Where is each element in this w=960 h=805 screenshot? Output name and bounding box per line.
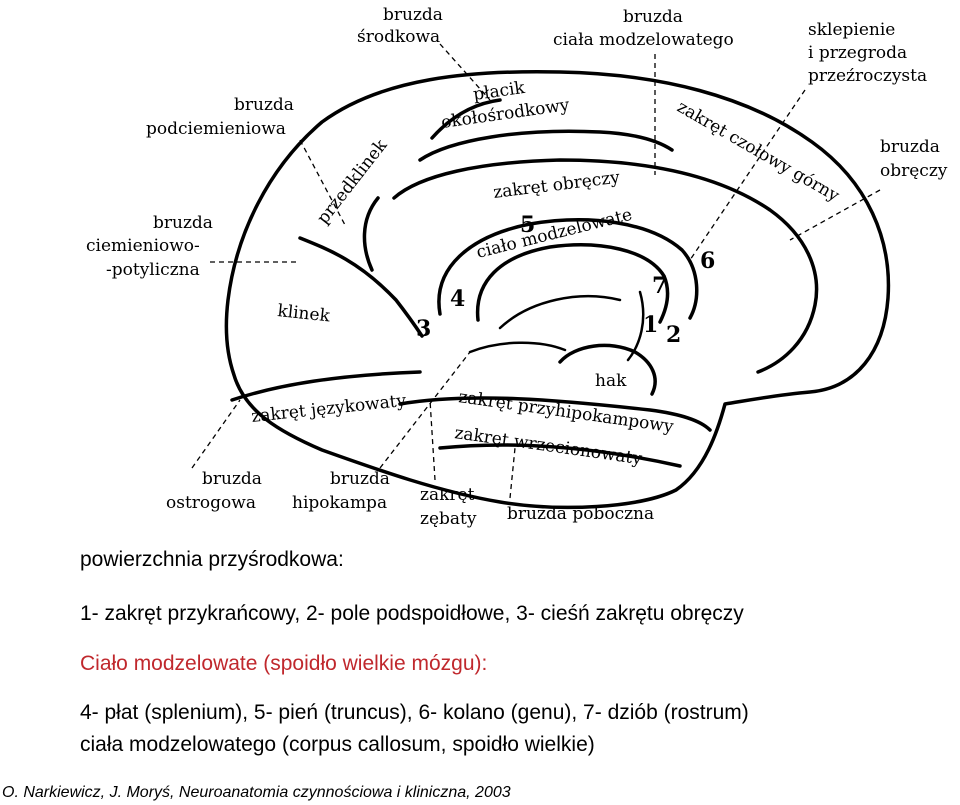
- label-przedklinek: przedklinek: [313, 135, 392, 228]
- label-bruzda-obreczy-2: obręczy: [880, 161, 948, 181]
- septum-line: [626, 290, 645, 362]
- label-bruzda-poboczna: bruzda poboczna: [507, 504, 654, 524]
- legend-line-1: 1- zakręt przykrańcowy, 2- pole podspoid…: [80, 602, 744, 625]
- label-hak: hak: [595, 371, 627, 391]
- label-zakret-czolowy: zakręt czołowy górny: [674, 97, 843, 206]
- calcarine-sulcus: [230, 370, 422, 402]
- parieto-occipital-sulcus: [298, 236, 424, 338]
- legend-line-3: ciała modzelowatego (corpus callosum, sp…: [80, 733, 595, 756]
- hippocampal-sulcus: [468, 341, 567, 354]
- label-zakret-zebaty-1: zakręt: [420, 485, 475, 505]
- marker-4: 4: [450, 286, 465, 312]
- label-sklepienie-3: przeźroczysta: [808, 66, 927, 86]
- label-placik-1: płacik: [472, 78, 527, 105]
- marker-3: 3: [416, 316, 431, 342]
- label-bruzda-ostrogowa-1: bruzda: [202, 469, 262, 489]
- label-zakret-zebaty-2: zębaty: [420, 509, 477, 529]
- collateral-sulcus: [438, 443, 682, 468]
- marker-5: 5: [520, 212, 535, 238]
- brain-medial-surface-diagram: bruzda środkowa bruzda ciała modzelowate…: [86, 5, 948, 529]
- label-bruzda-podciemieniowa-1: bruzda: [234, 95, 294, 115]
- leader-bruzda-podciemieniowa: [299, 139, 346, 226]
- marker-6: 6: [700, 248, 715, 274]
- label-bruzda-cm-2: ciała modzelowatego: [553, 30, 734, 50]
- uncus-outline: [558, 343, 657, 396]
- label-klinek: klinek: [276, 301, 331, 326]
- label-bruzda-cp-2: ciemieniowo-: [86, 236, 200, 256]
- subparietal-sulcus: [362, 196, 380, 272]
- label-placik-2: okołośrodkowy: [440, 95, 571, 133]
- leader-zakret-zebaty: [429, 399, 436, 481]
- corpus-callosum-inner: [475, 243, 670, 324]
- marker-2: 2: [666, 322, 681, 348]
- label-bruzda-cp-3: -potyliczna: [106, 260, 200, 280]
- label-bruzda-cp-1: bruzda: [153, 213, 213, 233]
- label-bruzda-srodkowa-2: środkowa: [357, 27, 440, 47]
- label-sklepienie-2: i przegroda: [808, 43, 907, 63]
- leader-sklepienie: [689, 89, 806, 261]
- marker-7: 7: [652, 273, 667, 299]
- label-bruzda-hipokampa-2: hipokampa: [292, 493, 387, 513]
- brain-outline: [224, 69, 891, 510]
- source-citation: O. Narkiewicz, J. Moryś, Neuroanatomia c…: [2, 784, 511, 801]
- sulcus-cinguli: [392, 158, 819, 374]
- label-bruzda-ostrogowa-2: ostrogowa: [166, 493, 256, 513]
- label-bruzda-cm-1: bruzda: [623, 7, 683, 27]
- label-zakret-obreczy: zakręt obręczy: [492, 168, 621, 203]
- corpus-callosum-title: Ciało modzelowate (spoidło wielkie mózgu…: [80, 652, 488, 675]
- marker-1: 1: [643, 312, 658, 338]
- paracentral-lobule-outline: [418, 129, 674, 162]
- parahippocampal-sulcus: [398, 396, 712, 432]
- section-heading: powierzchnia przyśrodkowa:: [80, 548, 344, 571]
- label-zakret-wrzecionowaty: zakręt wrzecionowaty: [453, 423, 643, 469]
- label-bruzda-obreczy-1: bruzda: [880, 137, 940, 157]
- label-bruzda-hipokampa-1: bruzda: [330, 469, 390, 489]
- corpus-callosum-outer: [437, 218, 699, 320]
- legend-line-2: 4- płat (splenium), 5- pień (truncus), 6…: [80, 701, 749, 724]
- sulcus-centralis-curve: [430, 98, 502, 140]
- leader-bruzda-hipokampa: [379, 351, 471, 469]
- label-bruzda-podciemieniowa-2: podciemieniowa: [146, 119, 286, 139]
- leader-bruzda-srodkowa: [439, 43, 491, 101]
- label-sklepienie-1: sklepienie: [808, 20, 895, 40]
- fornix-line: [498, 294, 622, 330]
- label-bruzda-srodkowa-1: bruzda: [383, 5, 443, 25]
- leader-bruzda-poboczna: [509, 447, 516, 499]
- label-zakret-jezykowaty: zakręt językowaty: [250, 391, 407, 427]
- leader-bruzda-ostrogowa: [191, 399, 241, 469]
- leader-bruzda-obreczy: [789, 189, 881, 241]
